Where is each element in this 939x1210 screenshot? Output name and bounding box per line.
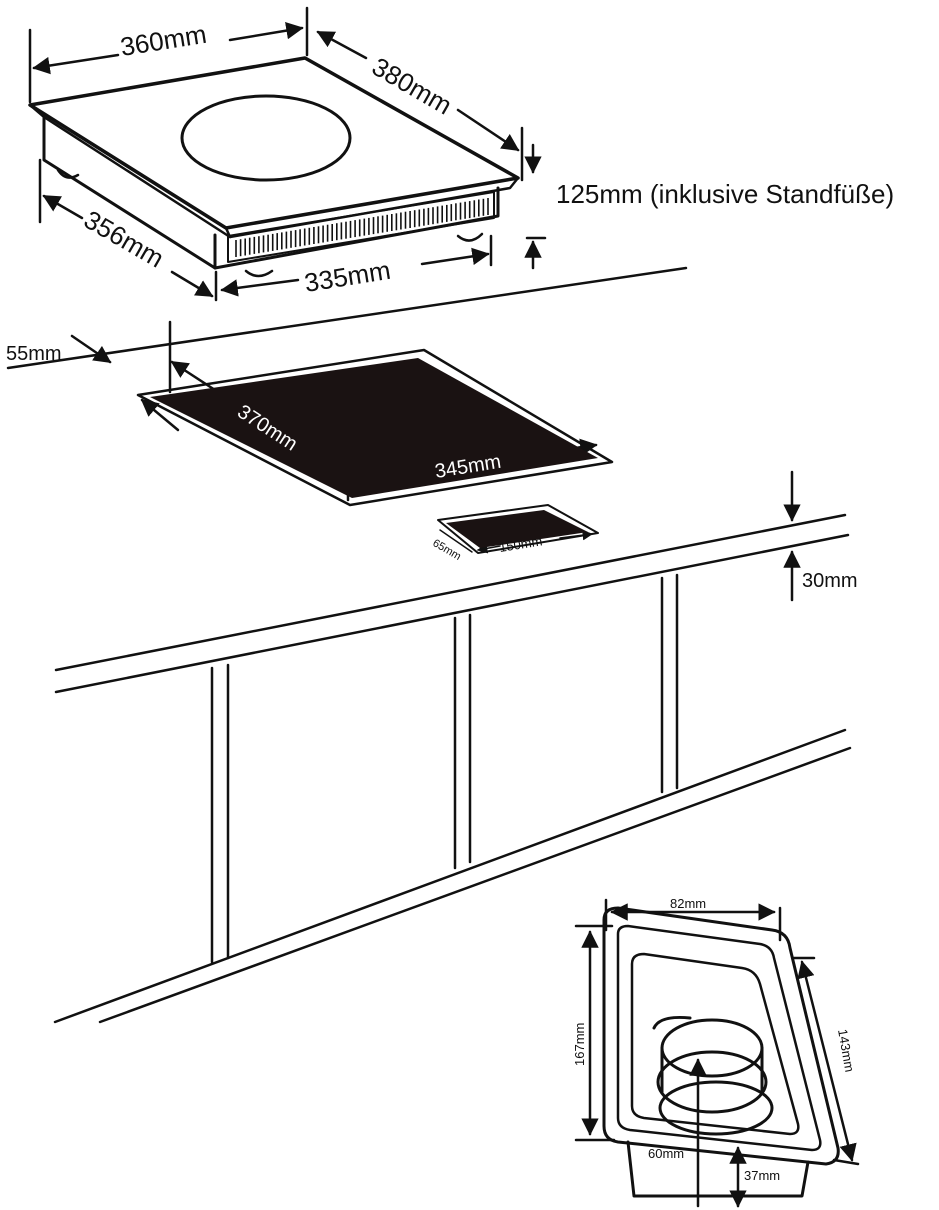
cabinet-post-left [210, 663, 230, 964]
foot-left [56, 168, 80, 179]
control-cutout [446, 510, 588, 548]
knob-housing-inner [616, 924, 822, 1152]
hob-dimensions [28, 6, 547, 302]
label-hob-base-width: 335mm [302, 255, 392, 298]
label-knob-outer-width: 82mm [670, 896, 706, 911]
hob-cutout [150, 358, 598, 498]
label-knob-inner-height: 143mm [835, 1028, 857, 1073]
control-cutout-outline [437, 504, 599, 554]
label-knob-depth: 37mm [744, 1168, 780, 1183]
hob-cutout-outline [136, 348, 614, 507]
label-knob-size: 60mm [648, 1146, 684, 1161]
cabinet-post-middle [453, 613, 472, 870]
label-hob-depth: 380mm [367, 51, 457, 120]
label-wall-distance: 55mm [6, 343, 62, 365]
foot-right [456, 232, 484, 242]
vent-slots [235, 198, 489, 257]
cabinet-post-right [660, 573, 679, 794]
induction-hob [28, 56, 520, 278]
label-knob-outer-height: 167mm [572, 1023, 587, 1066]
control-knob-unit [602, 906, 840, 1198]
label-hob-width: 360mm [118, 19, 208, 62]
knob-dimensions [574, 898, 860, 1208]
worktop [6, 266, 852, 1024]
knob-top [660, 1018, 764, 1078]
foot-front [244, 269, 274, 278]
hob-top-plate [28, 56, 520, 230]
label-control-depth: 65mm [431, 537, 463, 563]
label-worktop-thickness: 30mm [802, 570, 858, 592]
hob-body [42, 115, 217, 270]
cooking-zone [180, 94, 352, 182]
label-hob-base-depth: 356mm [79, 204, 169, 273]
label-hob-height: 125mm (inklusive Standfüße) [556, 179, 894, 209]
vent-grille [227, 191, 495, 263]
knob-base [626, 1140, 810, 1198]
label-control-width: 150mm [498, 533, 543, 555]
